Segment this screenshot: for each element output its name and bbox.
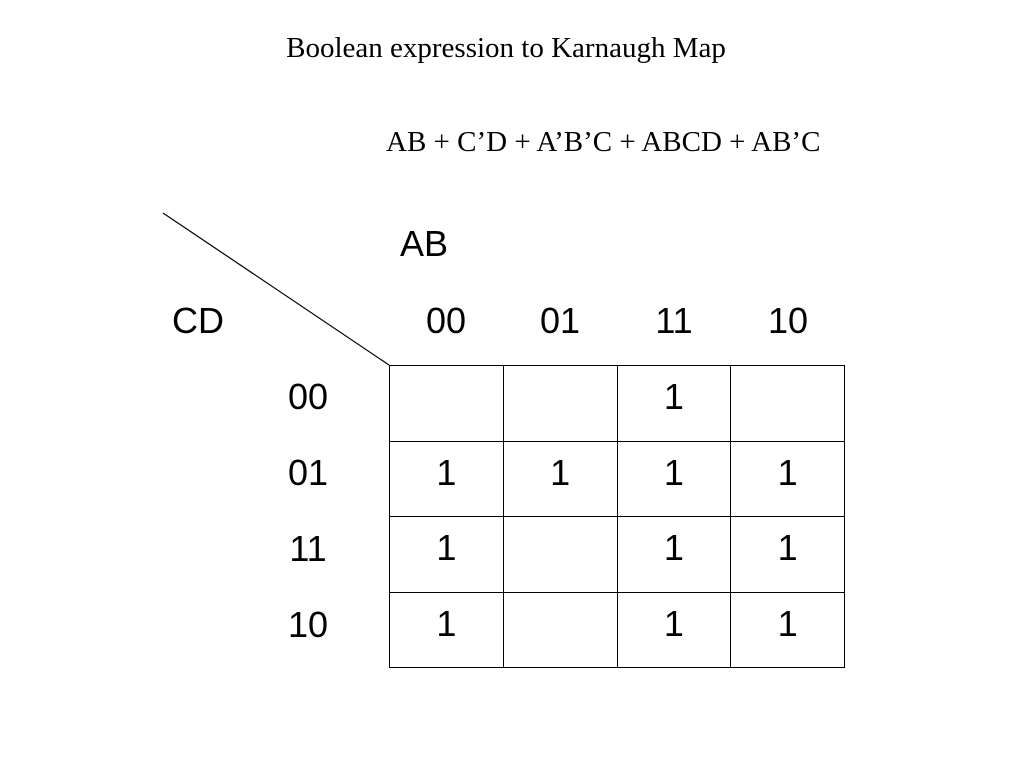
row-header: 01	[287, 452, 329, 493]
row-header: 10	[287, 604, 329, 645]
column-header: 01	[539, 300, 581, 341]
column-header: 11	[655, 300, 693, 341]
column-header: 10	[767, 300, 809, 341]
row-header: 00	[287, 376, 329, 417]
kmap-cell: 1	[390, 441, 504, 517]
karnaugh-map-grid: 1 1 1 1 1 1 1 1 1 1 1	[389, 365, 845, 668]
kmap-cell: 1	[617, 517, 732, 593]
boolean-expression: AB + C’D + A’B’C + ABCD + AB’C	[386, 126, 821, 158]
kmap-cell	[503, 517, 618, 593]
kmap-cell: 1	[503, 441, 618, 517]
kmap-cell: 1	[617, 366, 732, 442]
row-header: 11	[289, 528, 327, 569]
kmap-cell: 1	[390, 517, 504, 593]
kmap-cell: 1	[731, 517, 845, 593]
kmap-cell: 1	[731, 592, 845, 668]
column-variable-label: AB	[400, 223, 449, 264]
kmap-cell: 1	[390, 592, 504, 668]
slide-title: Boolean expression to Karnaugh Map	[286, 32, 726, 64]
kmap-cell: 1	[731, 441, 845, 517]
kmap-cell: 1	[617, 592, 732, 668]
column-header: 00	[425, 300, 467, 341]
kmap-cell	[503, 592, 618, 668]
kmap-cell	[731, 366, 845, 442]
kmap-cell: 1	[617, 441, 732, 517]
kmap-cell	[503, 366, 618, 442]
row-variable-label: CD	[172, 300, 224, 341]
kmap-cell	[390, 366, 504, 442]
corner-diagonal-line	[162, 212, 390, 366]
